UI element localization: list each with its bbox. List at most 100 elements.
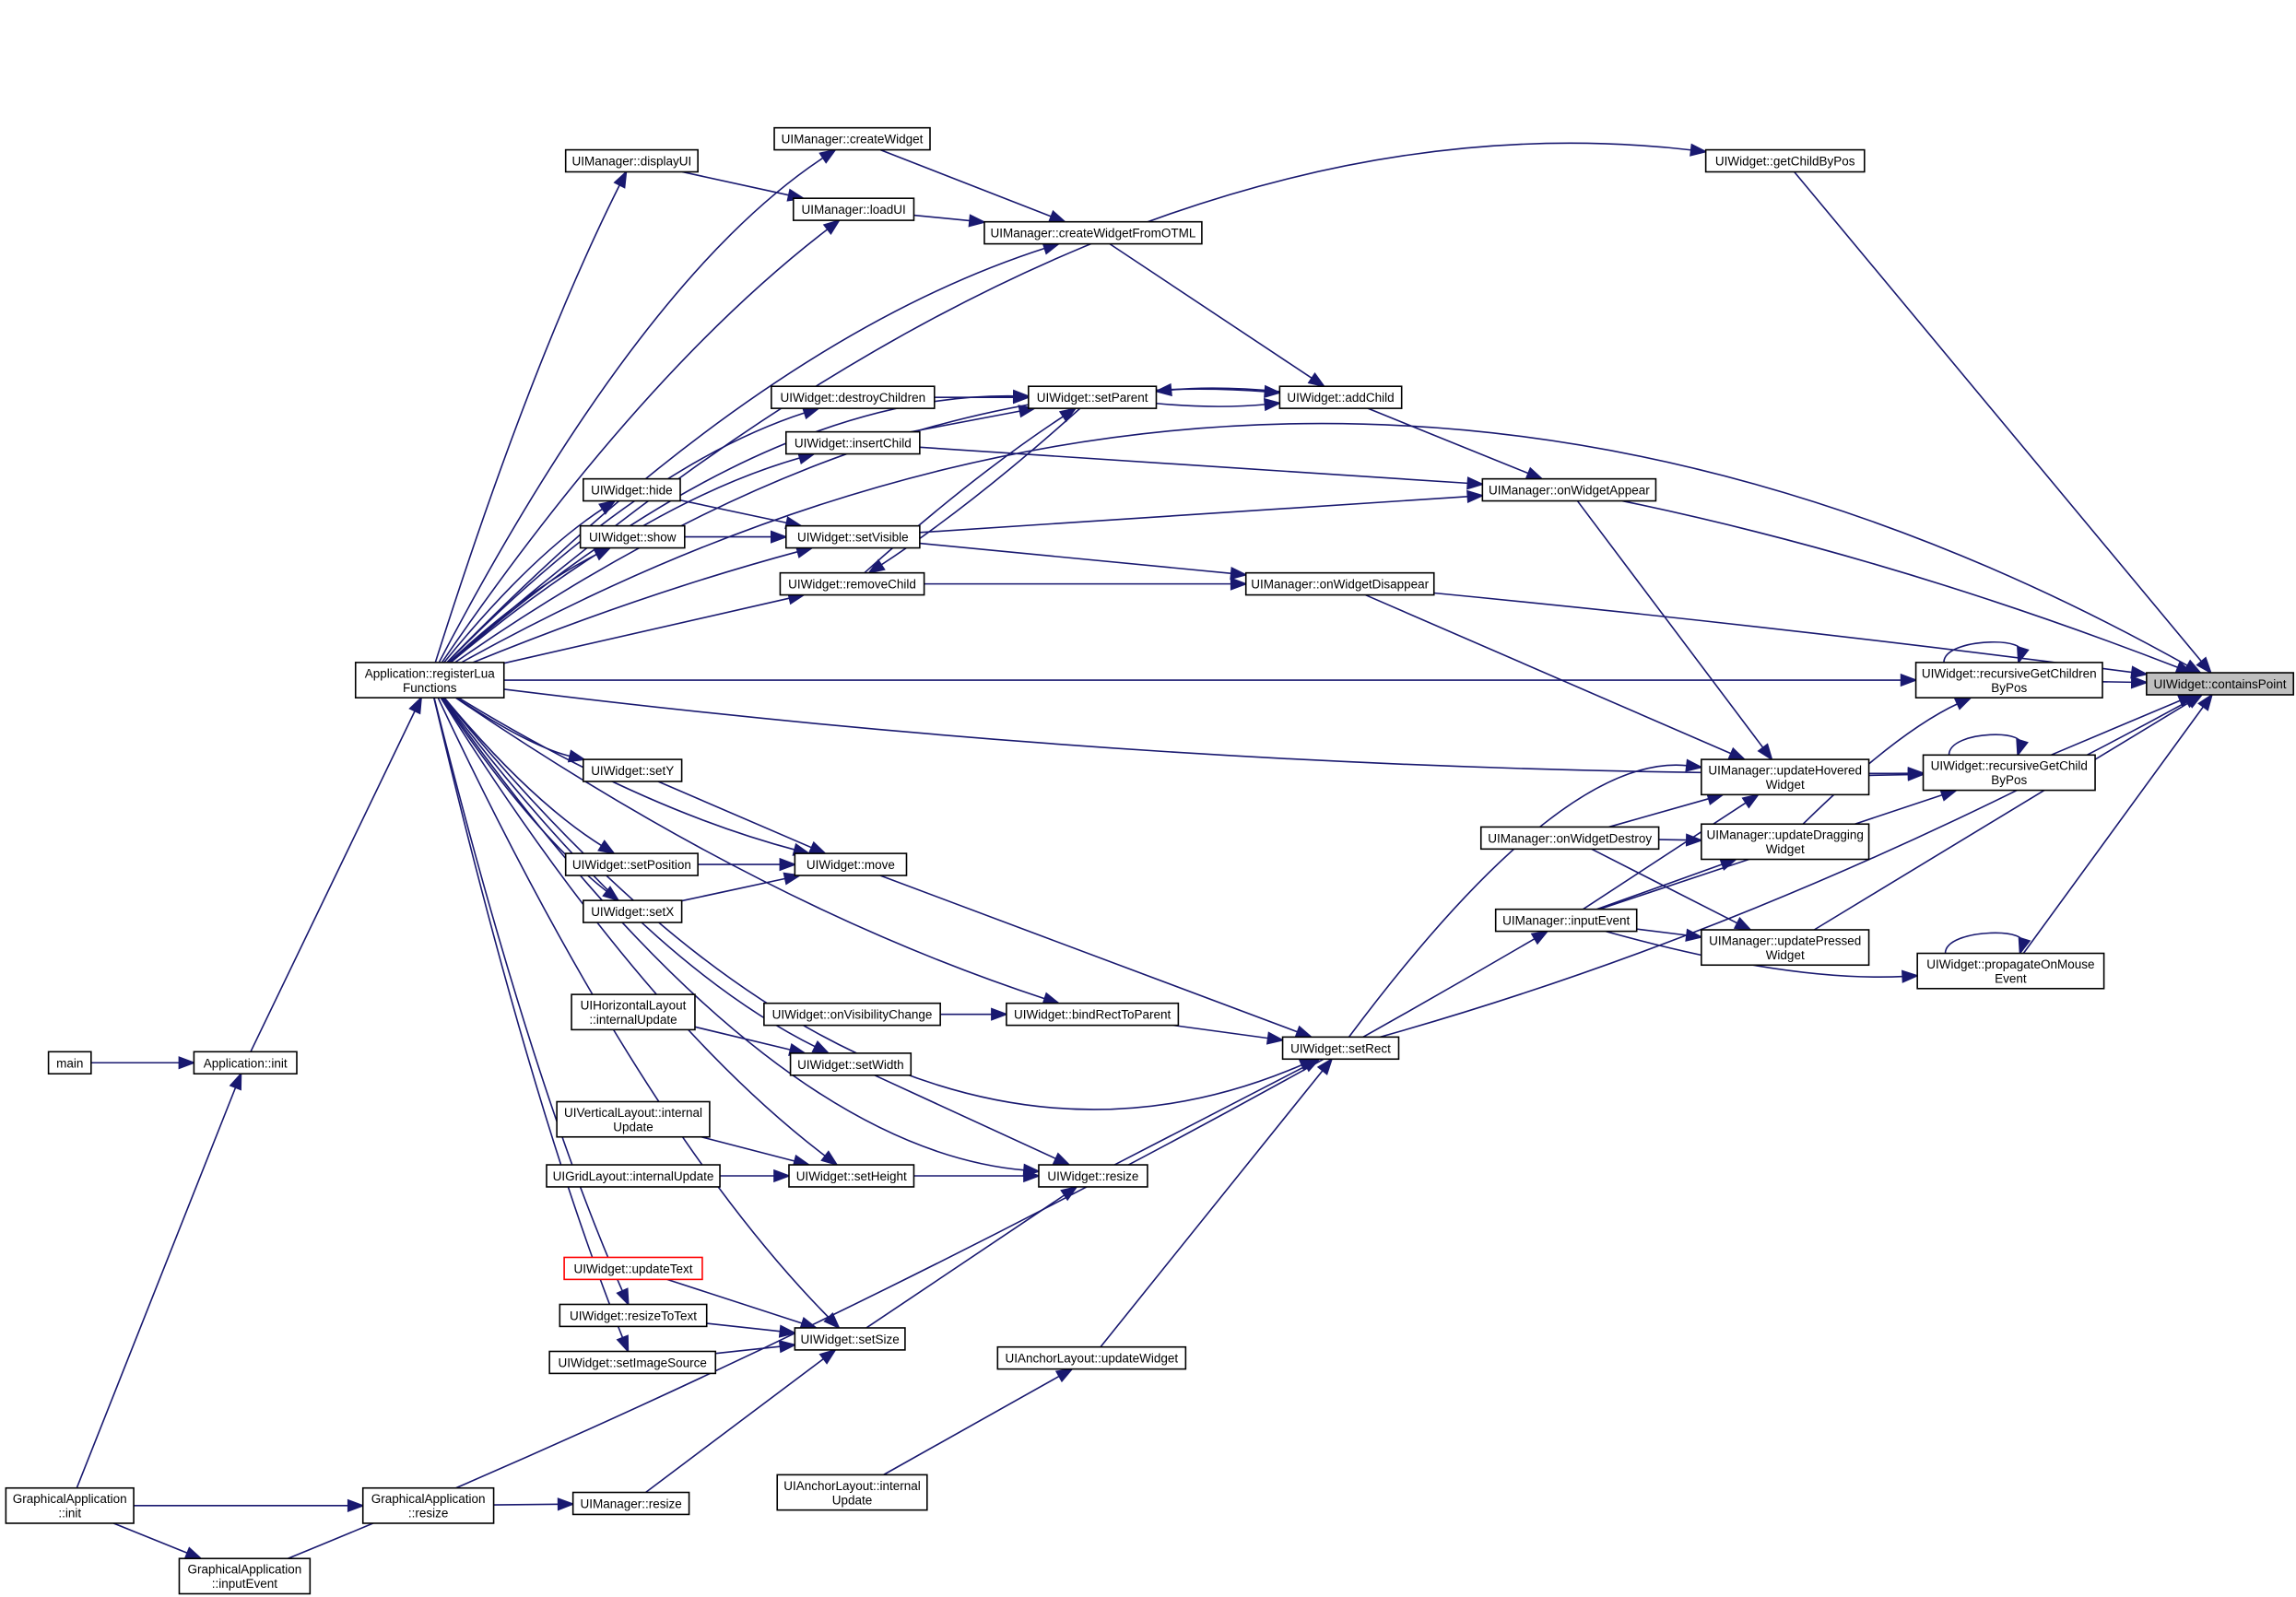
node-w-setheight[interactable]: UIWidget::setHeight: [788, 1164, 915, 1188]
node-w-setwidth[interactable]: UIWidget::setWidth: [789, 1052, 913, 1076]
edge-line: [458, 697, 797, 851]
node-uim-displayui[interactable]: UIManager::displayUI: [564, 148, 699, 173]
node-box: [2146, 672, 2295, 696]
edge-arrow: [2130, 665, 2149, 679]
node-al-updatewidget[interactable]: UIAnchorLayout::updateWidget: [996, 1345, 1187, 1370]
call-edge: [448, 546, 612, 663]
node-w-move[interactable]: UIWidget::move: [794, 852, 908, 876]
node-uim-createwidget[interactable]: UIManager::createWidget: [773, 126, 931, 151]
call-edge: [455, 697, 587, 763]
node-box: [779, 571, 925, 596]
edge-line: [455, 697, 572, 757]
node-w-setimagesource[interactable]: UIWidget::setImageSource: [548, 1350, 717, 1375]
node-w-resizetotext[interactable]: UIWidget::resizeToText: [559, 1303, 708, 1328]
edge-line: [1583, 801, 1748, 910]
edge-arrow: [2130, 675, 2149, 689]
node-label: UIManager::onWidgetDestroy: [1488, 831, 1652, 845]
node-uim-inputevent[interactable]: UIManager::inputEvent: [1494, 908, 1638, 933]
edge-line: [449, 394, 1016, 663]
call-edge: [441, 218, 842, 663]
call-edge: [1576, 500, 1773, 761]
node-w-setrect[interactable]: UIWidget::setRect: [1281, 1036, 1400, 1061]
node-box: [784, 524, 921, 549]
node-w-show[interactable]: UIWidget::show: [579, 524, 686, 549]
edge-line: [250, 709, 417, 1052]
edge-arrow: [1953, 697, 1973, 710]
edge-line: [446, 247, 1047, 663]
node-w-bindrect[interactable]: UIWidget::bindRectToParent: [1006, 1002, 1180, 1027]
node-box: [1494, 908, 1638, 933]
node-uim-cwfotml[interactable]: UIManager::createWidgetFromOTML: [983, 220, 1203, 245]
call-edge: [701, 1135, 811, 1168]
edge-line: [919, 495, 1470, 534]
node-w-setsize[interactable]: UIWidget::setSize: [794, 1327, 906, 1351]
edge-arrow: [801, 406, 821, 420]
node-uim-appear[interactable]: UIManager::onWidgetAppear: [1481, 477, 1657, 502]
node-w-setparent[interactable]: UIWidget::setParent: [1028, 385, 1158, 409]
node-label: UIWidget::containsPoint: [2153, 677, 2286, 691]
node-w-sety[interactable]: UIWidget::setY: [583, 758, 683, 782]
node-w-updatetext[interactable]: UIWidget::updateText: [563, 1256, 703, 1281]
node-w-hide[interactable]: UIWidget::hide: [583, 477, 681, 502]
node-label: UIWidget::setParent: [1037, 391, 1148, 405]
node-uim-loadui[interactable]: UIManager::loadUI: [792, 197, 915, 221]
node-w-containspoint[interactable]: UIWidget::containsPoint: [2146, 672, 2295, 696]
node-box: [583, 477, 681, 502]
node-w-insertchild[interactable]: UIWidget::insertChild: [784, 430, 921, 455]
node-uim-disappear[interactable]: UIManager::onWidgetDisappear: [1244, 571, 1435, 596]
edge-line: [2102, 680, 2134, 684]
edge-line: [1348, 764, 1690, 1038]
node-box: [773, 126, 931, 151]
node-w-destroych[interactable]: UIWidget::destroyChildren: [771, 385, 936, 409]
node-w-addchild[interactable]: UIWidget::addChild: [1278, 385, 1403, 409]
edge-arrow: [1263, 397, 1282, 412]
node-label: UIWidget::resizeToText: [570, 1309, 697, 1322]
call-edge: [883, 1368, 1075, 1476]
node-main[interactable]: main: [47, 1051, 92, 1075]
call-edge: [112, 1522, 204, 1560]
edge-line: [1100, 1068, 1325, 1348]
node-uim-resize[interactable]: UIManager::resize: [571, 1491, 690, 1516]
node-label: Update: [613, 1120, 653, 1133]
node-box: [1028, 385, 1158, 409]
node-w-setvisible[interactable]: UIWidget::setVisible: [784, 524, 921, 549]
node-label: Widget: [1766, 842, 1805, 856]
node-w-resize[interactable]: UIWidget::resize: [1038, 1164, 1148, 1188]
node-ga-input[interactable]: GraphicalApplication::inputEvent: [178, 1557, 312, 1595]
node-hl-internal[interactable]: UIHorizontalLayout::internalUpdate: [571, 993, 696, 1031]
node-label: GraphicalApplication: [187, 1563, 301, 1577]
edge-arrow: [1042, 992, 1061, 1005]
node-vl-internal[interactable]: UIVerticalLayout::internalUpdate: [556, 1100, 711, 1138]
node-box: [1481, 477, 1657, 502]
node-ga-init[interactable]: GraphicalApplication::init: [5, 1486, 135, 1524]
node-label: UIWidget::updateText: [573, 1262, 692, 1275]
node-w-getchildbypos[interactable]: UIWidget::getChildByPos: [1704, 148, 1866, 173]
edge-arrow: [1690, 143, 1708, 157]
node-w-onvischange[interactable]: UIWidget::onVisibilityChange: [763, 1002, 941, 1027]
node-uim-widgetdestroy[interactable]: UIManager::onWidgetDestroy: [1479, 826, 1660, 851]
call-edge: [657, 781, 828, 855]
node-label: UIManager::updateHovered: [1708, 763, 1862, 777]
node-w-removechild[interactable]: UIWidget::removeChild: [779, 571, 925, 596]
node-app-init[interactable]: Application::init: [193, 1051, 298, 1075]
node-gl-internal[interactable]: UIGridLayout::internalUpdate: [546, 1164, 721, 1188]
edge-arrow: [770, 530, 789, 544]
node-box: [771, 385, 936, 409]
node-w-setposition[interactable]: UIWidget::setPosition: [564, 852, 699, 876]
node-label: UIWidget::getChildByPos: [1715, 155, 1855, 169]
edge-line: [1944, 932, 2023, 954]
node-label: UIWidget::addChild: [1287, 391, 1394, 405]
edge-arrow: [2197, 693, 2214, 711]
node-al-internal[interactable]: UIAnchorLayout::internalUpdate: [776, 1474, 928, 1511]
node-ga-resize[interactable]: GraphicalApplication::resize: [361, 1486, 495, 1524]
node-label: UIWidget::propagateOnMouse: [1926, 957, 2094, 971]
node-w-setx[interactable]: UIWidget::setX: [583, 899, 683, 923]
edge-arrow: [2017, 645, 2030, 665]
